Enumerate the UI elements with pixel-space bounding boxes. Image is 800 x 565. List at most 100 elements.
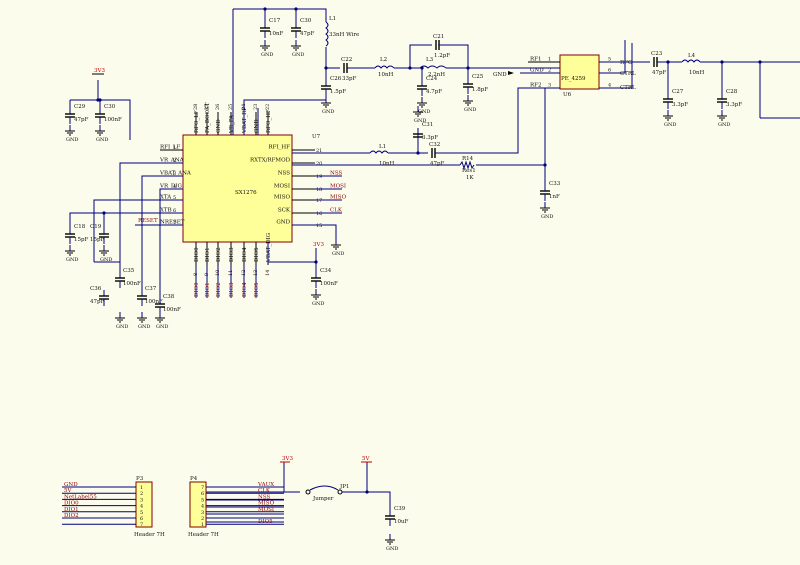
p3-net-label: DIO1 (64, 507, 79, 513)
cap-val: 4.7pF (426, 89, 442, 95)
p3-pin-number: 6 (140, 516, 143, 522)
u7-pin-name: GND (216, 119, 222, 133)
u6-pin-number: 1 (548, 57, 551, 63)
ground-label: GND (138, 324, 150, 330)
u7-pin-name: VR_PA (229, 114, 235, 134)
r14-val: 1K (466, 175, 474, 181)
u7-pin-number: 20 (316, 161, 322, 167)
cap-ref: C30 (104, 104, 116, 110)
ground-label: GND (116, 324, 128, 330)
p3-pin-number: 1 (140, 485, 143, 491)
power-3v3-left: 3V3 (94, 68, 105, 74)
l4-val: 10nH (689, 70, 705, 76)
p3-pin-number: 7 (140, 522, 143, 528)
u7-pin-name: MOSI (274, 184, 290, 190)
u7-pin-number: 19 (316, 174, 322, 180)
ground-label: GND (414, 118, 426, 124)
l1top-ref: L1 (329, 16, 336, 22)
jp1-type: Jumper (312, 496, 334, 502)
u7-pin-name: DIO1 (205, 247, 211, 262)
u7-pin-number: 15 (316, 223, 322, 229)
jp1-ref: JP1 (339, 484, 349, 490)
u7-pin-name: DIO3 (229, 247, 235, 262)
u7-pin-name: RFO_LF (194, 110, 200, 133)
u7-pin-number: 28 (193, 104, 199, 110)
cap-ref: C28 (726, 89, 738, 95)
cap-val: 100nF (104, 117, 122, 123)
u7-net-label: DIO1 (205, 282, 211, 297)
cap-val: 15pF (74, 237, 89, 243)
l3-ref: L3 (426, 57, 434, 63)
u7-pin-name: MISO (274, 195, 291, 201)
cap-ref: C21 (433, 34, 444, 40)
p3-pin-number: 4 (140, 504, 143, 510)
cap-val: 3.3pF (422, 135, 438, 141)
cap-ref: C30 (300, 18, 312, 24)
cap-ref: C18 (74, 224, 86, 230)
cap-ref: C38 (163, 294, 175, 300)
u7-pin-name: RXTX/RFMOD (250, 158, 291, 164)
p4-pin-number: 4 (201, 504, 204, 510)
u7-pin-number: 22 (265, 104, 271, 110)
u7-net-label: DIO4 (242, 282, 248, 297)
cap-ref: C23 (651, 51, 663, 57)
p4-ref: P4 (190, 476, 198, 482)
cap-val: 100nF (320, 281, 338, 287)
r14-type: Res1 (462, 168, 476, 174)
u7-pin-name: DIO4 (242, 247, 248, 262)
cap-val: 1nF (549, 194, 560, 200)
u7-net-label: DIO2 (216, 282, 222, 297)
power-5v-bottom: 5V (362, 456, 370, 462)
u6-body (560, 55, 599, 89)
u7-pin-number: 18 (316, 187, 322, 193)
ground-label: GND (332, 251, 344, 257)
cap-ref: C22 (341, 57, 352, 63)
ground-label: GND (322, 109, 334, 115)
cap-ref: C32 (429, 142, 440, 148)
u7-net-label: MOSI (330, 184, 346, 190)
u7-pin-name: SCK (278, 208, 291, 214)
ground-label: GND (541, 214, 553, 220)
cap-val: 47pF (652, 70, 667, 76)
p4-pin-number: 3 (201, 510, 204, 516)
ground-label: GND (66, 137, 78, 143)
u6-ctrl-label-2: CTRL (620, 85, 636, 91)
cap-val: 3.3pF (672, 102, 688, 108)
u7-pin-number: 17 (316, 198, 322, 204)
ground-label: GND (718, 122, 730, 128)
u7-net-label: CLK (330, 208, 343, 214)
power-3v3-bottom: 3V3 (282, 456, 293, 462)
p3-type: Header 7H (134, 532, 165, 538)
p3-net-label: DIO0 (64, 501, 79, 507)
u7-net-label: DIO0 (194, 282, 200, 297)
u7-designator: U7 (312, 134, 321, 140)
p3-pin-number: 2 (140, 491, 143, 497)
p4-net-label: DIO5 (258, 519, 273, 525)
cap-ref: C26 (330, 76, 342, 82)
u7-pin-name: DIO0 (194, 247, 200, 262)
cap-val: 33pF (342, 76, 357, 82)
p3-net-label: 5V (64, 488, 72, 494)
p3-net-label: DIO2 (64, 513, 79, 519)
l2-val: 10nH (378, 72, 394, 78)
l1top-val: 33nH Wire (329, 32, 359, 38)
ground-label: GND (261, 52, 273, 58)
u7-pin-number: 14 (265, 270, 271, 276)
p3-net-label: NetLabel55 (64, 494, 97, 500)
cap-val: 100nF (163, 307, 181, 313)
u7-part-label: SX1276 (235, 190, 257, 196)
l1mid-ref: L1 (379, 144, 386, 150)
ground-label: GND (292, 52, 304, 58)
cap-val: 47pF (74, 117, 89, 123)
cap-val: 47pF (300, 31, 315, 37)
cap-val: 10nF (269, 31, 284, 37)
cap-ref: C39 (394, 506, 406, 512)
ground-label: GND (386, 546, 398, 552)
cap-ref: C24 (426, 76, 438, 82)
u7-pin-name: DIO5 (254, 247, 260, 262)
u7-net-label: NSS (330, 171, 342, 177)
u7-pin-name: RFO_HF (266, 109, 272, 133)
cap-val: 47pF (430, 161, 445, 167)
net-reset: RESET (138, 218, 158, 224)
